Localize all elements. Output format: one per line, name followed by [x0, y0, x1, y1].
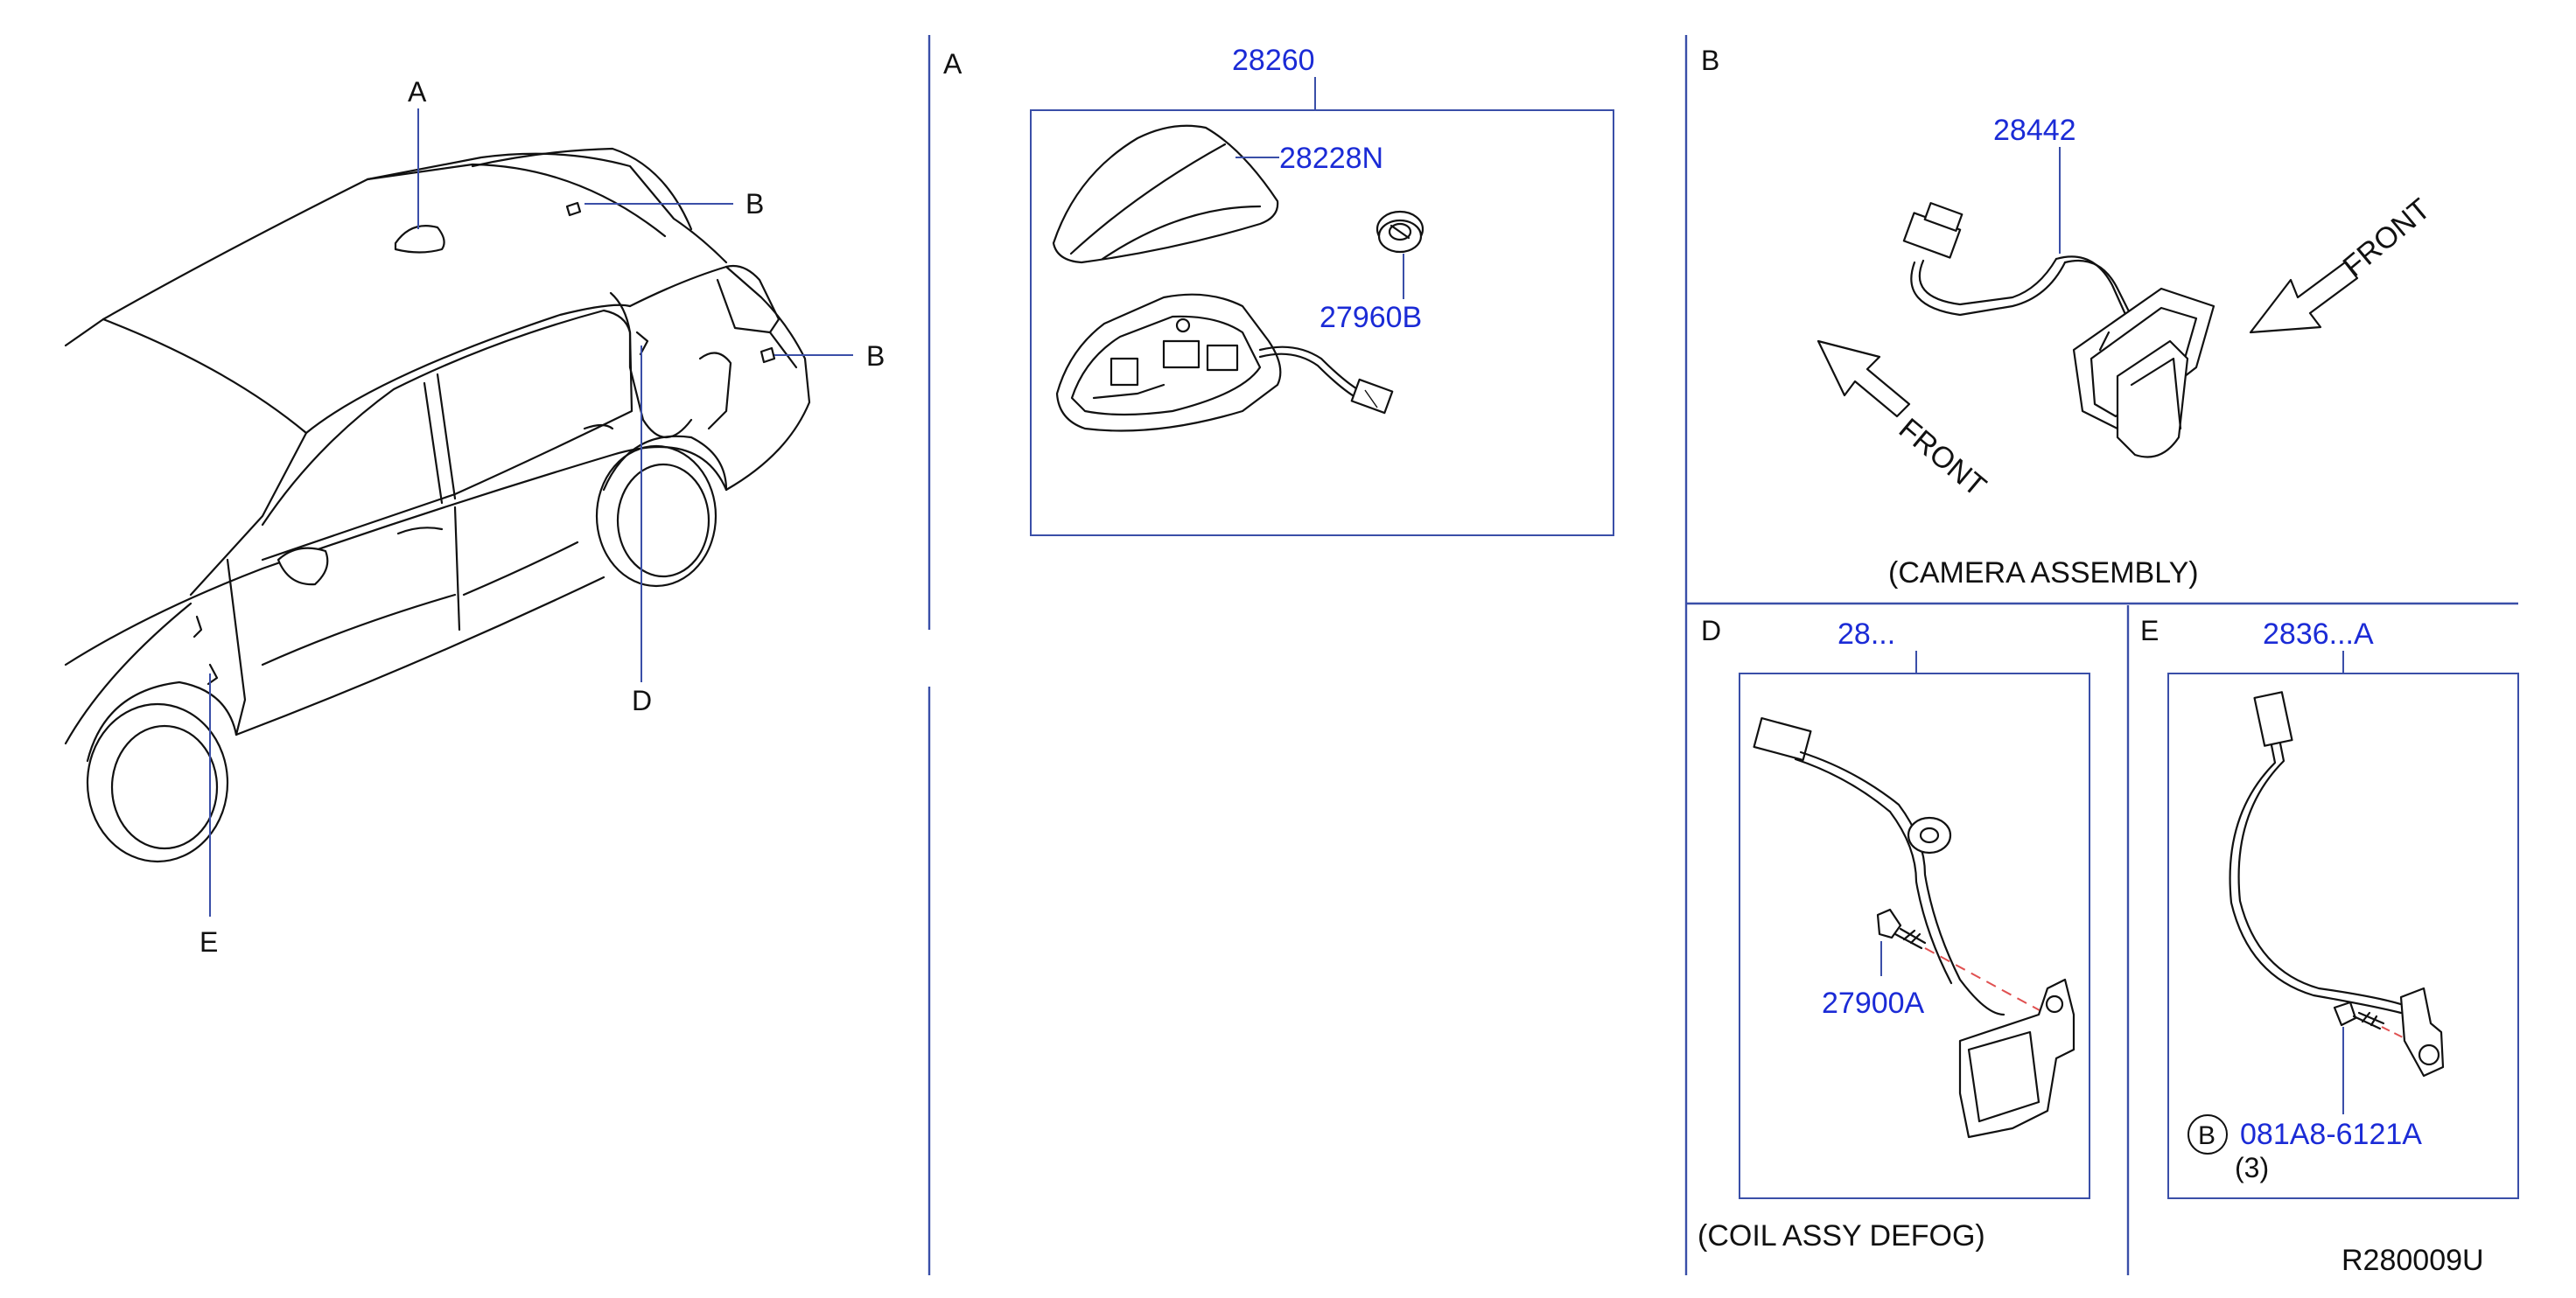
- antenna-base-icon: [1055, 293, 1394, 432]
- bolt-head-icon-e: [2333, 1001, 2357, 1027]
- camera-cable-icon: [1902, 202, 2144, 352]
- bolt-symbol-b: B: [2198, 1121, 2216, 1150]
- roof-antenna-icon: [394, 225, 445, 254]
- defog-coil-caption: (COIL ASSY DEFOG): [1698, 1219, 1985, 1253]
- part-number-e-top: 2836...A: [2263, 618, 2374, 651]
- part-number-27900a: 27900A: [1822, 987, 1925, 1020]
- vehicle-overview: [64, 147, 811, 863]
- harness-wire: [609, 291, 693, 439]
- front-arrow-icon-left: [1816, 339, 1911, 418]
- front-label-right: FRONT: [2337, 192, 2437, 283]
- overview-labels: A B B D E: [200, 76, 885, 958]
- panel-dividers: [928, 35, 2518, 1275]
- part-number-28228n: 28228N: [1279, 142, 1383, 175]
- camera-marker-icon-2: [760, 346, 776, 364]
- camera-body-icon: [2072, 287, 2216, 458]
- section-b-camera: B 28442 FRONT FRONT (CAMERA: [1701, 45, 2437, 590]
- grommet-icon: [1376, 210, 1424, 254]
- antenna-cover-icon: [1052, 124, 1279, 264]
- section-a-antenna: A 28260 28228N 27960B: [943, 44, 1614, 536]
- overview-label-a: A: [408, 76, 427, 108]
- part-number-27960b: 27960B: [1320, 301, 1422, 334]
- defog-coil-icon: [1753, 716, 2076, 1139]
- feeder-frame: [2167, 673, 2519, 1199]
- camera-assembly-caption: (CAMERA ASSEMBLY): [1888, 556, 2199, 590]
- front-label-left: FRONT: [1893, 412, 1992, 503]
- bolt-symbol-circle: [2188, 1114, 2228, 1155]
- bolt-head-icon: [1876, 908, 1902, 939]
- camera-marker-icon: [565, 201, 582, 217]
- part-number-081a8-6121a: 081A8-6121A: [2240, 1118, 2422, 1151]
- section-d-defog-coil: D 28... 27900A (COIL ASSY DEFOG): [1698, 615, 2090, 1253]
- feeder-cable-icon: [2229, 691, 2445, 1078]
- part-number-28442: 28442: [1993, 114, 2076, 147]
- overview-label-b-side: B: [866, 340, 885, 372]
- section-a-letter: A: [943, 48, 962, 80]
- overview-leaders: [209, 108, 853, 917]
- antenna-assembly-frame: [1030, 109, 1614, 536]
- front-arrow-icon-right: [2249, 261, 2359, 334]
- diagram-code: R280009U: [2342, 1244, 2484, 1277]
- overview-label-d: D: [632, 685, 652, 716]
- bolt-quantity: (3): [2235, 1152, 2269, 1183]
- section-d-letter: D: [1701, 615, 1721, 646]
- part-number-d-top: 28...: [1838, 618, 1895, 651]
- section-e-feeder: E 2836...A B 081A8-6121A (3): [2140, 615, 2519, 1199]
- section-b-letter: B: [1701, 45, 1719, 76]
- overview-label-e: E: [200, 926, 218, 958]
- section-e-letter: E: [2140, 615, 2159, 646]
- overview-label-b-top: B: [746, 188, 764, 220]
- part-number-28260: 28260: [1232, 44, 1315, 77]
- defog-coil-frame: [1739, 673, 2090, 1199]
